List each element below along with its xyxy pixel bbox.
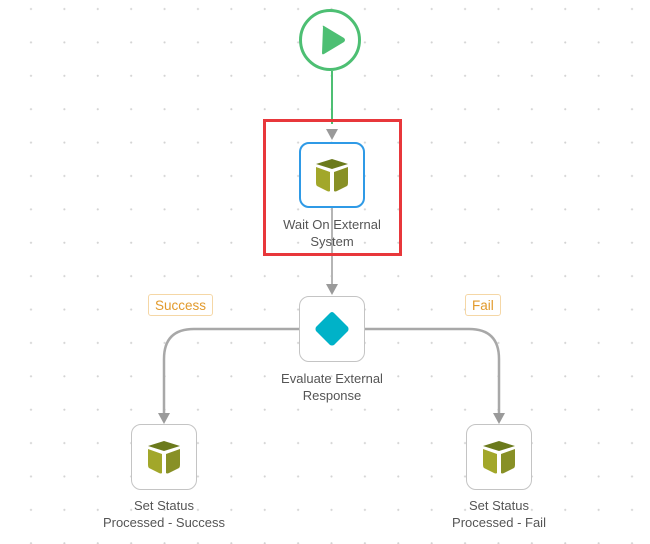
node-set-status-fail[interactable] [466, 424, 532, 490]
cube-icon [148, 441, 180, 474]
node-label-wait: Wait On External System [247, 216, 417, 250]
node-label-evaluate: Evaluate External Response [247, 370, 417, 404]
play-icon [322, 25, 345, 55]
node-wait-on-external-system[interactable] [299, 142, 365, 208]
connector-evaluate-to-fail[interactable] [365, 327, 501, 413]
connector-evaluate-to-success[interactable] [162, 327, 299, 413]
label-line-1: Wait On External [283, 217, 381, 232]
arrowhead-evaluate [326, 284, 338, 295]
node-label-success: Set Status Processed - Success [79, 497, 249, 531]
arrowhead-success [158, 413, 170, 424]
arrowhead-wait [326, 129, 338, 140]
cube-icon [483, 441, 515, 474]
label-line-2: System [310, 234, 354, 249]
label-line-1: Set Status [469, 498, 529, 513]
label-line-1: Evaluate External [281, 371, 383, 386]
label-line-2: Processed - Success [102, 515, 226, 530]
label-line-2: Processed - Fail [452, 515, 546, 530]
branch-label-fail[interactable]: Fail [465, 294, 501, 316]
node-label-fail: Set Status Processed - Fail [414, 497, 584, 531]
node-evaluate-external-response[interactable] [299, 296, 365, 362]
branch-label-success[interactable]: Success [148, 294, 214, 316]
cube-icon [316, 159, 348, 192]
start-node[interactable] [299, 9, 361, 71]
label-line-2: Response [302, 388, 362, 403]
node-set-status-success[interactable] [131, 424, 197, 490]
label-line-1: Set Status [134, 498, 194, 513]
diamond-icon [315, 312, 349, 346]
arrowhead-fail [493, 413, 505, 424]
